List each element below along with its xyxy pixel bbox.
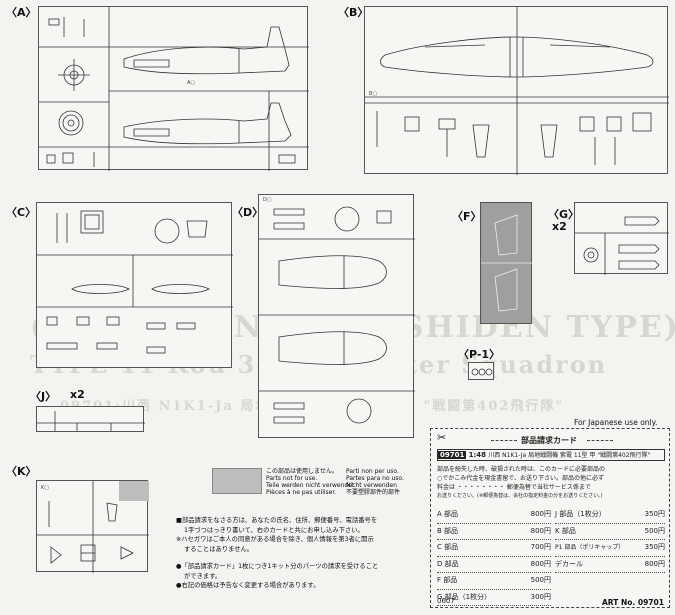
section-label-j: 〈J〉 [30,390,57,403]
note-4: ●右記の価格は予告なく変更する場合があります。 [176,582,320,589]
section-label-k: 〈K〉 [6,465,37,478]
note-3b: ができます。 [184,572,222,580]
art-number: ART No. 09701 [602,598,664,607]
sprue-b: B▢ [364,6,669,175]
sprue-k-tag: K▢ [41,485,50,491]
sprue-k-drawing [37,481,149,573]
sprue-f [480,202,533,324]
sprue-j-drawing [37,411,145,431]
not-for-use-jp: この部品は使用しません。 [266,468,338,475]
intro-line-3: 料金は ・・・・・・・・ 郵便為替で当社サービス係まで [437,484,591,491]
order-card-title: 部品請求カード [521,436,577,445]
sprue-p1 [468,362,494,380]
sprue-b-tag: B▢ [369,91,378,97]
not-for-use-fr: Pièces à ne pas utiliser. [266,489,337,496]
section-j-multiplier: x2 [70,388,85,401]
not-for-use-legend-2: Parti non per uso. Partes para no uso. N… [346,468,404,496]
section-label-a: 〈A〉 [6,6,37,19]
sprue-d-drawing [259,206,415,424]
section-g-multiplier: x2 [552,220,567,233]
order-item-j[interactable]: J 部品（1枚分）350円 [555,507,665,524]
note-1: ■部品請求をなさる方は、あなたの氏名、住所、郵便番号、電話番号を [176,517,378,524]
order-card-title-rule-right [587,440,613,441]
sprue-j [36,406,145,432]
not-for-use-legend: この部品は使用しません。 Parts not for use. Teile we… [266,468,354,496]
not-for-use-en: Parts not for use. [266,475,318,482]
note-2b: することはありません。 [184,545,254,553]
section-label-c: 〈C〉 [6,206,37,219]
order-item-p1[interactable]: P1 部品（ポリキャップ）350円 [555,540,665,557]
form-number: 0607 [437,597,455,605]
kit-name: 川西 N1K1-Ja 局地戦闘機 紫電 11型 甲 "戦闘第402飛行隊" [488,452,651,459]
japanese-use-note: For Japanese use only. [574,418,658,427]
sprue-d-tag: D▢ [263,197,272,203]
order-item-g[interactable]: G 部品（1枚分）300円 [437,590,551,606]
intro-line-2: ○でかこみ代金を現金書留で、お送り下さい。部品の他に必ず [437,475,604,482]
note-3: ●「部品請求カード」1枚につき1キット分のパーツの請求を受けること [176,563,379,570]
not-for-use-de: Teile werden nicht verwendet [266,482,355,489]
sprue-a-drawing [39,7,309,171]
sprue-p1-drawing [471,368,493,376]
sprue-g [574,202,669,275]
sprue-k: K▢ [36,480,149,573]
not-for-use-cn: 不要塑膠部件的部件 [346,489,401,496]
order-card: ✂ 部品請求カード 09701 1:48 川西 N1K1-Ja 局地戦闘機 紫電… [430,428,670,608]
kit-header: 09701 1:48 川西 N1K1-Ja 局地戦闘機 紫電 11型 甲 "戦闘… [437,449,665,461]
order-card-title-rule-left [491,440,517,441]
not-for-use-de2: Nicht verwenden [346,482,397,489]
note-1b: 1字づつはっきり書いて、右のカードと共にお申し込み下さい。 [184,526,364,534]
intro-line-4: お送りください。(※郵便為替は、会社の指定料金の分をお送りください。) [437,493,603,499]
sprue-f-drawing [481,214,533,312]
section-label-g: 〈G〉 [548,208,580,221]
note-2: ※ハセガワはご本人の同意がある場合を除き、個人情報を第3者に開示 [176,536,374,543]
order-card-intro: 部品を紛失した時、破損された時は、このカードに必要部品の ○でかこみ代金を現金書… [437,465,667,501]
sprue-d: D▢ [258,194,415,438]
kit-code: 09701 [438,451,467,459]
sprue-c [36,202,233,368]
not-for-use-it: Parti non per uso. [346,468,399,475]
sprue-a-tag: A▢ [187,80,196,86]
intro-line-1: 部品を紛失した時、破損された時は、このカードに必要部品の [437,466,606,473]
section-label-d: 〈D〉 [232,206,264,219]
sprue-g-drawing [575,216,669,275]
order-notes: ■部品請求をなさる方は、あなたの氏名、住所、郵便番号、電話番号を 1字づつはっき… [176,516,426,591]
sprue-a: A▢ [38,6,309,171]
not-for-use-es: Partes para no uso. [346,475,404,482]
scissors-icon: ✂ [437,431,447,444]
section-label-f: 〈F〉 [452,210,482,223]
sprue-b-drawing [365,7,669,175]
not-for-use-swatch [212,468,262,494]
section-label-b: 〈B〉 [338,6,369,19]
sprue-c-drawing [37,210,233,354]
kit-scale: 1:48 [468,451,487,459]
section-label-p1: 〈P-1〉 [458,348,501,361]
